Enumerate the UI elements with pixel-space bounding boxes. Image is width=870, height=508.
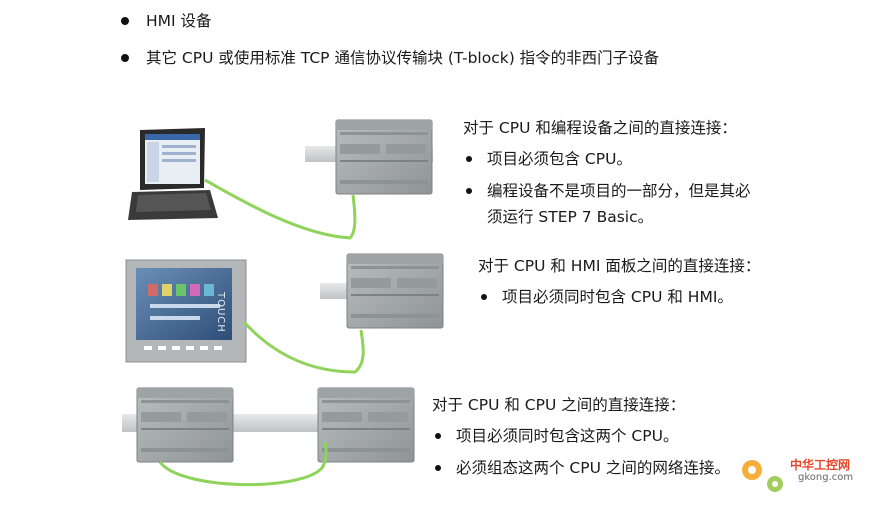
section2-bullet1: 项目必须同时包含 CPU 和 HMI。 bbox=[502, 288, 733, 306]
section3-heading: 对于 CPU 和 CPU 之间的直接连接： bbox=[432, 396, 686, 414]
section1-heading: 对于 CPU 和编程设备之间的直接连接： bbox=[463, 119, 737, 137]
bullet-dot bbox=[481, 294, 487, 300]
section3-bullet2: 必须组态这两个 CPU 之间的网络连接。 bbox=[456, 459, 730, 477]
hmi-touch-panel bbox=[125, 259, 247, 363]
cpu-row2 bbox=[320, 253, 444, 329]
hmi-brand-label: TOUCH bbox=[215, 292, 226, 333]
section1-bullet2: 编程设备不是项目的一部分，但是其必 bbox=[487, 182, 751, 200]
watermark-url: gkong.com bbox=[798, 472, 854, 483]
section3-bullet1: 项目必须同时包含这两个 CPU。 bbox=[456, 427, 679, 445]
section1-bullet2-cont: 须运行 STEP 7 Basic。 bbox=[487, 208, 654, 226]
cpu-row1 bbox=[305, 119, 433, 195]
bullet-dot bbox=[466, 188, 472, 194]
bullet-dot bbox=[466, 156, 472, 162]
watermark-title: 中华工控网 bbox=[790, 458, 851, 472]
top-bullet-other-cpu: 其它 CPU 或使用标准 TCP 通信协议传输块 (T-block) 指令的非西… bbox=[146, 49, 660, 67]
bullet-dot bbox=[121, 17, 129, 25]
bullet-dot bbox=[435, 465, 441, 471]
bullet-dot bbox=[121, 54, 129, 62]
section2-heading: 对于 CPU 和 HMI 面板之间的直接连接： bbox=[478, 257, 761, 275]
ethernet-cable-row2 bbox=[242, 320, 365, 374]
laptop-programming-device bbox=[128, 128, 218, 220]
bullet-dot bbox=[435, 433, 441, 439]
ethernet-cable-row1 bbox=[204, 178, 357, 240]
section1-bullet1: 项目必须包含 CPU。 bbox=[487, 150, 632, 168]
gear-logo-icon bbox=[742, 460, 783, 492]
cpu-pair-row3 bbox=[122, 387, 415, 463]
top-bullet-hmi: HMI 设备 bbox=[146, 12, 212, 30]
ethernet-cable-row3 bbox=[158, 441, 328, 487]
